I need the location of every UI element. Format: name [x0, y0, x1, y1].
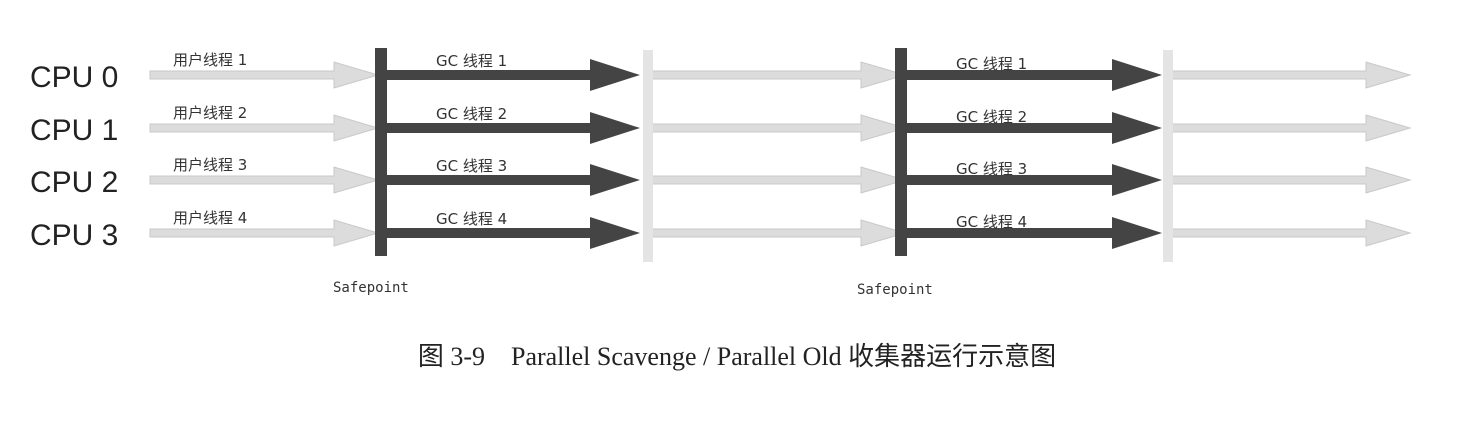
safepoint-label-1: Safepoint: [857, 282, 933, 298]
gc-thread-label-b-3: GC 线程 4: [956, 213, 1027, 231]
gc-thread-arrow-0-a: [385, 59, 640, 91]
user-thread-arrow-1-c: [1171, 114, 1412, 142]
gc-thread-label-a-0: GC 线程 1: [436, 52, 507, 70]
safepoint-bar-0: [375, 48, 387, 256]
gc-end-bar-0: [643, 50, 653, 262]
user-thread-label-0: 用户线程 1: [173, 51, 247, 69]
gc-thread-label-a-1: GC 线程 2: [436, 105, 507, 123]
gc-thread-arrow-2-a: [385, 164, 640, 196]
safepoint-bar-1: [895, 48, 907, 256]
cpu-label-0: CPU 0: [30, 61, 118, 94]
gc-thread-arrow-2-b: [905, 164, 1162, 196]
user-thread-label-3: 用户线程 4: [173, 209, 247, 227]
user-thread-arrow-3-a: [149, 219, 380, 247]
user-thread-arrow-0-a: [149, 61, 380, 89]
gc-thread-label-a-2: GC 线程 3: [436, 157, 507, 175]
user-thread-arrow-0-b: [651, 61, 907, 89]
user-thread-label-1: 用户线程 2: [173, 104, 247, 122]
user-thread-arrow-3-b: [651, 219, 907, 247]
user-thread-arrow-3-c: [1171, 219, 1412, 247]
user-thread-arrow-2-c: [1171, 166, 1412, 194]
gc-thread-arrow-3-b: [905, 217, 1162, 249]
gc-thread-arrow-3-a: [385, 217, 640, 249]
gc-diagram: CPU 0 CPU 1 CPU 2 CPU 3 用户线程 1 用户线程 2 用户线程 3 用户…: [30, 48, 1412, 298]
user-thread-arrow-2-b: [651, 166, 907, 194]
user-thread-arrow-2-a: [149, 166, 380, 194]
figure-caption: 图 3-9 Parallel Scavenge / Parallel Old 收…: [417, 342, 1057, 371]
user-thread-label-2: 用户线程 3: [173, 156, 247, 174]
cpu-label-1: CPU 1: [30, 114, 118, 147]
gc-thread-arrow-0-b: [905, 59, 1162, 91]
cpu-label-2: CPU 2: [30, 166, 118, 199]
gc-thread-label-a-3: GC 线程 4: [436, 210, 507, 228]
user-thread-arrow-0-c: [1171, 61, 1412, 89]
gc-thread-label-b-1: GC 线程 2: [956, 108, 1027, 126]
cpu-label-3: CPU 3: [30, 219, 118, 252]
gc-end-bar-1: [1163, 50, 1173, 262]
gc-thread-arrow-1-b: [905, 112, 1162, 144]
gc-thread-arrow-1-a: [385, 112, 640, 144]
user-thread-arrow-1-a: [149, 114, 380, 142]
safepoint-label-0: Safepoint: [333, 280, 409, 296]
user-thread-arrow-1-b: [651, 114, 907, 142]
gc-thread-label-b-0: GC 线程 1: [956, 55, 1027, 73]
gc-thread-label-b-2: GC 线程 3: [956, 160, 1027, 178]
